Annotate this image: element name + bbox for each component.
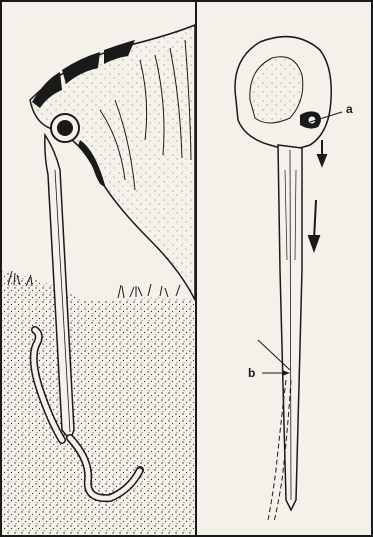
label-b: b [248, 366, 255, 380]
eye-pupil [57, 120, 73, 136]
label-a: a [346, 102, 353, 116]
